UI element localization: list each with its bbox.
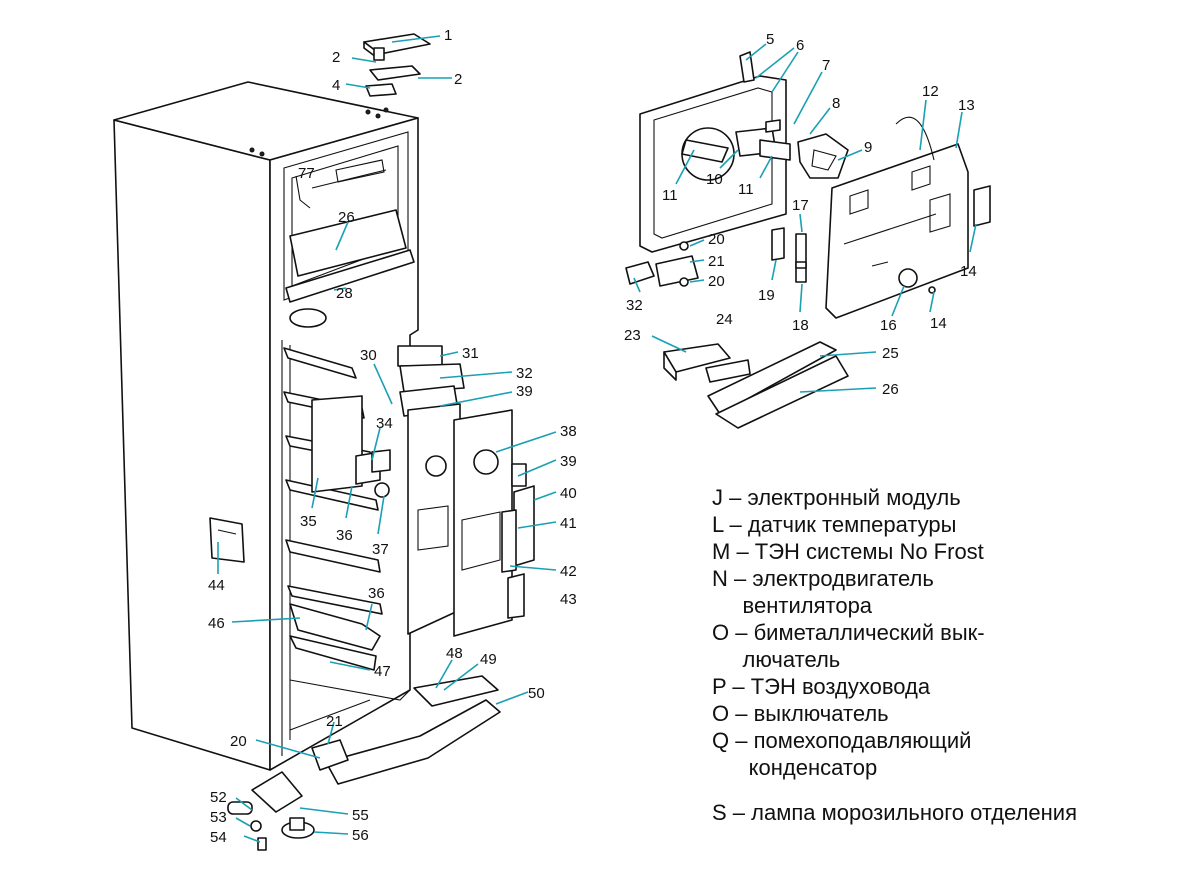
legend-item: P – ТЭН воздуховода	[712, 674, 931, 699]
callout-12: 12	[922, 83, 939, 100]
callout-14a: 14	[960, 263, 977, 280]
callout-24: 24	[716, 311, 733, 328]
callout-46: 46	[208, 615, 225, 632]
callout-48: 48	[446, 645, 463, 662]
callout-20c: 20	[230, 733, 247, 750]
callout-44: 44	[208, 577, 225, 594]
callout-21b: 21	[326, 713, 343, 730]
callout-11a: 11	[662, 187, 678, 204]
callout-36b: 36	[368, 585, 385, 602]
callout-42: 42	[560, 563, 577, 580]
callout-47: 47	[374, 663, 391, 680]
callout-31: 31	[462, 345, 479, 362]
callout-32a: 32	[516, 365, 533, 382]
callout-49: 49	[480, 651, 497, 668]
legend-item: L – датчик температуры	[712, 512, 957, 537]
callout-32b: 32	[626, 297, 643, 314]
control-panel-assembly	[311, 345, 535, 637]
callout-30: 30	[360, 347, 377, 364]
callout-26a: 26	[338, 209, 355, 226]
callout-6: 6	[796, 37, 804, 54]
callout-77: 77	[298, 165, 315, 182]
callout-56: 56	[352, 827, 369, 844]
callout-25: 25	[882, 345, 899, 362]
callout-43: 43	[560, 591, 577, 608]
legend-item-last: S – лампа морозильного отделения	[712, 800, 1077, 825]
legend-item: M – ТЭН системы No Frost	[712, 539, 984, 564]
left-side-parts	[209, 517, 245, 563]
callout-40: 40	[560, 485, 577, 502]
callout-7: 7	[822, 57, 830, 74]
callout-39a: 39	[516, 383, 533, 400]
callout-23: 23	[624, 327, 641, 344]
legend-item: O – выключатель	[712, 701, 889, 726]
callout-34: 34	[376, 415, 393, 432]
callout-16: 16	[880, 317, 897, 334]
legend-item: J – электронный модуль	[712, 485, 961, 510]
fan-assembly	[625, 51, 849, 287]
callout-50: 50	[528, 685, 545, 702]
legend-item: конденсатор	[712, 755, 878, 780]
callout-numbers: 1 2 2 4 5 6 7 8 9 10 11 11 12 13 14 14 1…	[208, 27, 977, 846]
evaporator-cover	[825, 116, 991, 319]
callout-19: 19	[758, 287, 775, 304]
legend-item: Q – помехоподавляющий	[712, 728, 972, 753]
top-hinge-assembly	[363, 33, 431, 97]
callout-37: 37	[372, 541, 389, 558]
callout-4: 4	[332, 77, 340, 94]
callout-2b: 2	[454, 71, 462, 88]
callout-55: 55	[352, 807, 369, 824]
air-duct	[663, 341, 849, 429]
leader-lines	[217, 35, 977, 843]
callout-10: 10	[706, 171, 723, 188]
callout-38: 38	[560, 423, 577, 440]
callout-5: 5	[766, 31, 774, 48]
callout-9: 9	[864, 139, 872, 156]
callout-20a: 20	[708, 231, 725, 248]
callout-20b: 20	[708, 273, 725, 290]
callout-2a: 2	[332, 49, 340, 66]
callout-18: 18	[792, 317, 809, 334]
callout-26b: 26	[882, 381, 899, 398]
callout-54: 54	[210, 829, 227, 846]
callout-13: 13	[958, 97, 975, 114]
callout-53: 53	[210, 809, 227, 826]
callout-41: 41	[560, 515, 577, 532]
callout-1: 1	[444, 27, 452, 44]
callout-52: 52	[210, 789, 227, 806]
legend-item: лючатель	[712, 647, 841, 672]
sensors	[771, 227, 807, 283]
callout-14b: 14	[930, 315, 947, 332]
legend-item: O – биметаллический вык-	[712, 620, 985, 645]
callout-8: 8	[832, 95, 840, 112]
callout-21a: 21	[708, 253, 725, 270]
callout-35: 35	[300, 513, 317, 530]
callout-28: 28	[336, 285, 353, 302]
legend-item: N – электродвигатель	[712, 566, 934, 591]
callout-39b: 39	[560, 453, 577, 470]
legend: J – электронный модуль L – датчик темпер…	[712, 484, 1182, 826]
callout-17: 17	[792, 197, 809, 214]
callout-11b: 11	[738, 181, 754, 198]
callout-36a: 36	[336, 527, 353, 544]
fridge-cabinet	[113, 81, 419, 771]
legend-item: вентилятора	[712, 593, 873, 618]
